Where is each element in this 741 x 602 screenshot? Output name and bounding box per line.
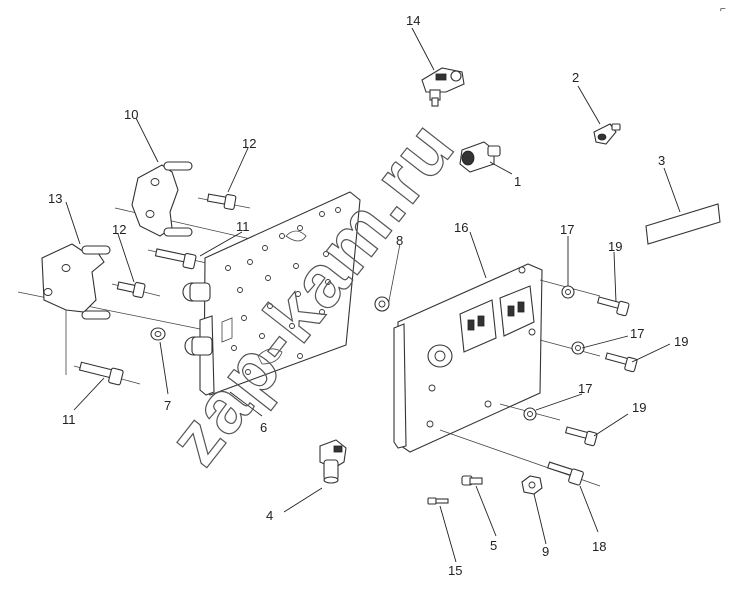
callout-6: 6: [260, 420, 267, 435]
callout-11-lower: 11: [62, 412, 76, 427]
callout-17-c: 17: [578, 381, 592, 396]
corner-mark: ⌐: [720, 4, 726, 15]
washer-17-a: [561, 285, 575, 299]
washer-17-c: [523, 407, 537, 421]
nut-7: [150, 327, 166, 341]
label-3: [645, 203, 721, 245]
callout-10: 10: [124, 107, 138, 122]
callout-17-a: 17: [560, 222, 574, 237]
callout-19-c: 19: [632, 400, 646, 415]
cold-plate-6: [182, 191, 361, 396]
callout-14: 14: [406, 13, 420, 28]
callout-5: 5: [490, 538, 497, 553]
callout-11-upper: 11: [236, 219, 250, 234]
screw-19-c: [564, 426, 598, 447]
screw-19-b: [604, 352, 638, 373]
callout-4: 4: [266, 508, 273, 523]
callout-12-lower: 12: [112, 222, 126, 237]
callout-13: 13: [48, 191, 62, 206]
nut-9: [521, 475, 543, 495]
sensor-4: [319, 439, 347, 484]
callout-9: 9: [542, 544, 549, 559]
screw-19-a: [596, 296, 630, 317]
stud-8: [374, 243, 401, 312]
bracket-13: [17, 243, 206, 375]
callout-1: 1: [514, 174, 521, 189]
callout-3: 3: [658, 153, 665, 168]
bolt-12-lower: [111, 281, 161, 299]
leader-lines: [65, 27, 681, 563]
callout-7: 7: [164, 398, 171, 413]
washer-17-b: [571, 341, 585, 355]
callout-18: 18: [592, 539, 606, 554]
screw-18: [439, 429, 601, 487]
bolt-11-lower: [73, 361, 141, 386]
sensor-14: [421, 67, 465, 107]
callout-15: 15: [448, 563, 462, 578]
callout-2: 2: [572, 70, 579, 85]
screw-5: [461, 475, 483, 486]
callout-16: 16: [454, 220, 468, 235]
bracket-10: [114, 161, 256, 241]
bolt-11-upper: [147, 248, 221, 270]
pin-15: [427, 497, 449, 505]
callout-8: 8: [396, 233, 403, 248]
sensor-2: [593, 123, 621, 145]
bolt-12-upper: [197, 193, 251, 210]
callout-12-upper: 12: [242, 136, 256, 151]
callout-17-b: 17: [630, 326, 644, 341]
callout-19-a: 19: [608, 239, 622, 254]
callout-19-b: 19: [674, 334, 688, 349]
ecm-16: [393, 263, 601, 453]
